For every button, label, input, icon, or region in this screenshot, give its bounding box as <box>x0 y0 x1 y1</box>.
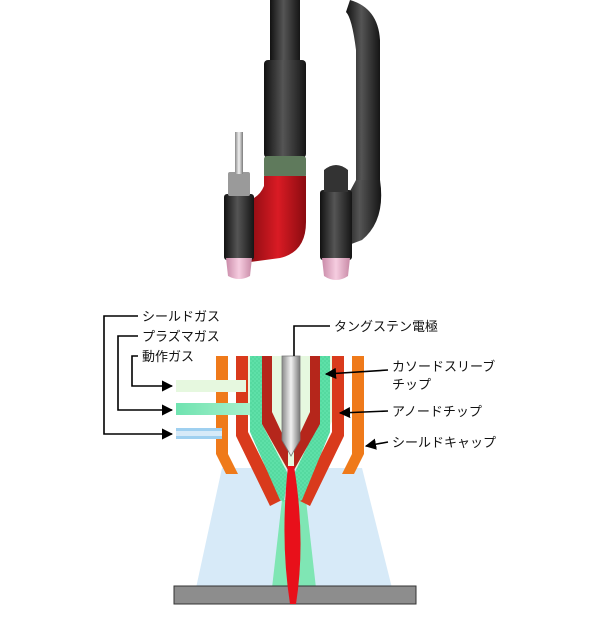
cathode-sleeve-right <box>294 356 320 470</box>
leader-tungsten <box>293 325 330 356</box>
leader-anode-tip <box>338 406 389 419</box>
tungsten-electrode <box>281 355 301 457</box>
plasma-gas-channel-right <box>294 356 330 502</box>
label-cathode-sleeve-2: チップ <box>392 378 431 393</box>
torch-photo-right <box>320 0 382 280</box>
leader-plasma-gas <box>117 335 174 416</box>
left-torch-collar <box>228 172 250 196</box>
plasma-gas-channel-left <box>250 356 288 502</box>
right-torch-cable <box>346 0 380 182</box>
label-shield-gas: シールドガス <box>142 310 220 325</box>
right-torch-holder <box>320 190 352 260</box>
label-tungsten-electrode: タングステン電極 <box>334 319 438 335</box>
anode-tip-left <box>236 356 282 506</box>
left-torch-tungsten-rod <box>235 132 243 174</box>
left-torch-green-ring <box>264 156 306 178</box>
leader-working-gas <box>131 355 174 392</box>
left-torch-holder <box>224 194 254 260</box>
anode-tip-right <box>298 356 344 506</box>
left-torch-cable <box>270 0 300 62</box>
label-shield-cap: シールドキャップ <box>392 436 496 451</box>
left-torch-ceramic-cup <box>226 258 252 279</box>
right-torch-ceramic-cup <box>322 258 350 280</box>
shield-gas-inlet-fill <box>176 431 222 436</box>
leader-shield-cap <box>364 438 389 450</box>
leader-cathode-sleeve <box>324 367 389 379</box>
shield-gas-inlet-1 <box>176 428 222 431</box>
label-plasma-gas: プラズマガス <box>142 329 220 345</box>
plasma-gas-inlet <box>176 403 250 415</box>
cathode-sleeve-left <box>262 356 288 470</box>
label-anode-tip: アノードチップ <box>392 405 482 420</box>
working-gas-inlet <box>176 380 246 392</box>
plasma-arc <box>284 466 301 604</box>
leader-shield-gas <box>103 315 174 440</box>
label-cathode-sleeve-1: カソードスリーブ <box>392 359 495 375</box>
right-torch-back-cap <box>324 165 348 192</box>
torch-photo-left <box>224 0 306 279</box>
shield-gas-inlet-2 <box>176 436 222 439</box>
label-working-gas: 動作ガス <box>142 350 194 365</box>
left-torch-red-head <box>250 176 306 262</box>
left-torch-handle <box>264 60 306 158</box>
shield-cap-right <box>342 356 364 474</box>
